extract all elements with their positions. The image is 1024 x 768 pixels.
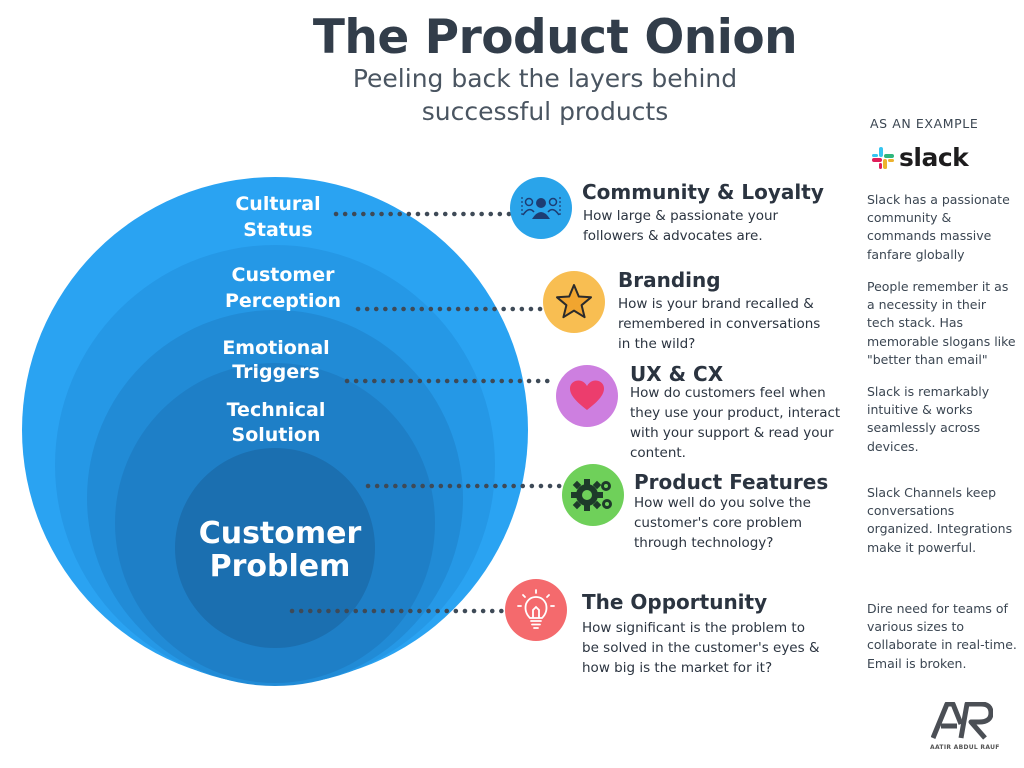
- page-title: The Product Onion: [312, 10, 798, 65]
- item-title-community-loyalty: Community & Loyalty: [582, 180, 824, 204]
- item-desc-ux-cx: How do customers feel when they use your…: [630, 385, 841, 461]
- lightbulb-icon: [505, 579, 567, 641]
- layer-ring-customer-problem: [175, 448, 375, 648]
- item-desc-branding: How is your brand recalled & remembered …: [618, 296, 821, 352]
- author-name: AATIR ABDUL RAUF: [930, 744, 1000, 751]
- item-title-opportunity: The Opportunity: [582, 590, 768, 614]
- author-logo: AATIR ABDUL RAUF: [930, 701, 1000, 751]
- gears-icon: [562, 464, 624, 526]
- page-subtitle: Peeling back the layers behind successfu…: [352, 64, 738, 126]
- example-note-branding: People remember it as a necessity in the…: [867, 279, 1016, 367]
- item-title-ux-cx: UX & CX: [630, 362, 724, 386]
- item-title-product-features: Product Features: [634, 470, 829, 494]
- item-desc-product-features: How well do you solve the customer's cor…: [634, 495, 811, 551]
- example-heading: AS AN EXAMPLE: [870, 116, 979, 131]
- item-desc-opportunity: How significant is the problem to be sol…: [582, 620, 820, 676]
- star-icon: [543, 271, 605, 333]
- example-note-features: Slack Channels keep conversations organi…: [867, 485, 1013, 555]
- slack-hash-icon: [872, 146, 894, 169]
- heart-icon: [556, 365, 618, 427]
- slack-wordmark: slack: [899, 143, 969, 172]
- ar-monogram-icon: [930, 701, 994, 740]
- item-title-branding: Branding: [618, 268, 721, 292]
- community-icon: [510, 177, 572, 239]
- example-note-ux: Slack is remarkably intuitive & works se…: [867, 384, 990, 454]
- example-note-community: Slack has a passionate community & comma…: [867, 192, 1010, 262]
- example-note-opportunity: Dire need for teams of various sizes to …: [867, 601, 1017, 671]
- slack-logo: slack: [871, 143, 969, 172]
- item-desc-community-loyalty: How large & passionate your followers & …: [583, 208, 779, 244]
